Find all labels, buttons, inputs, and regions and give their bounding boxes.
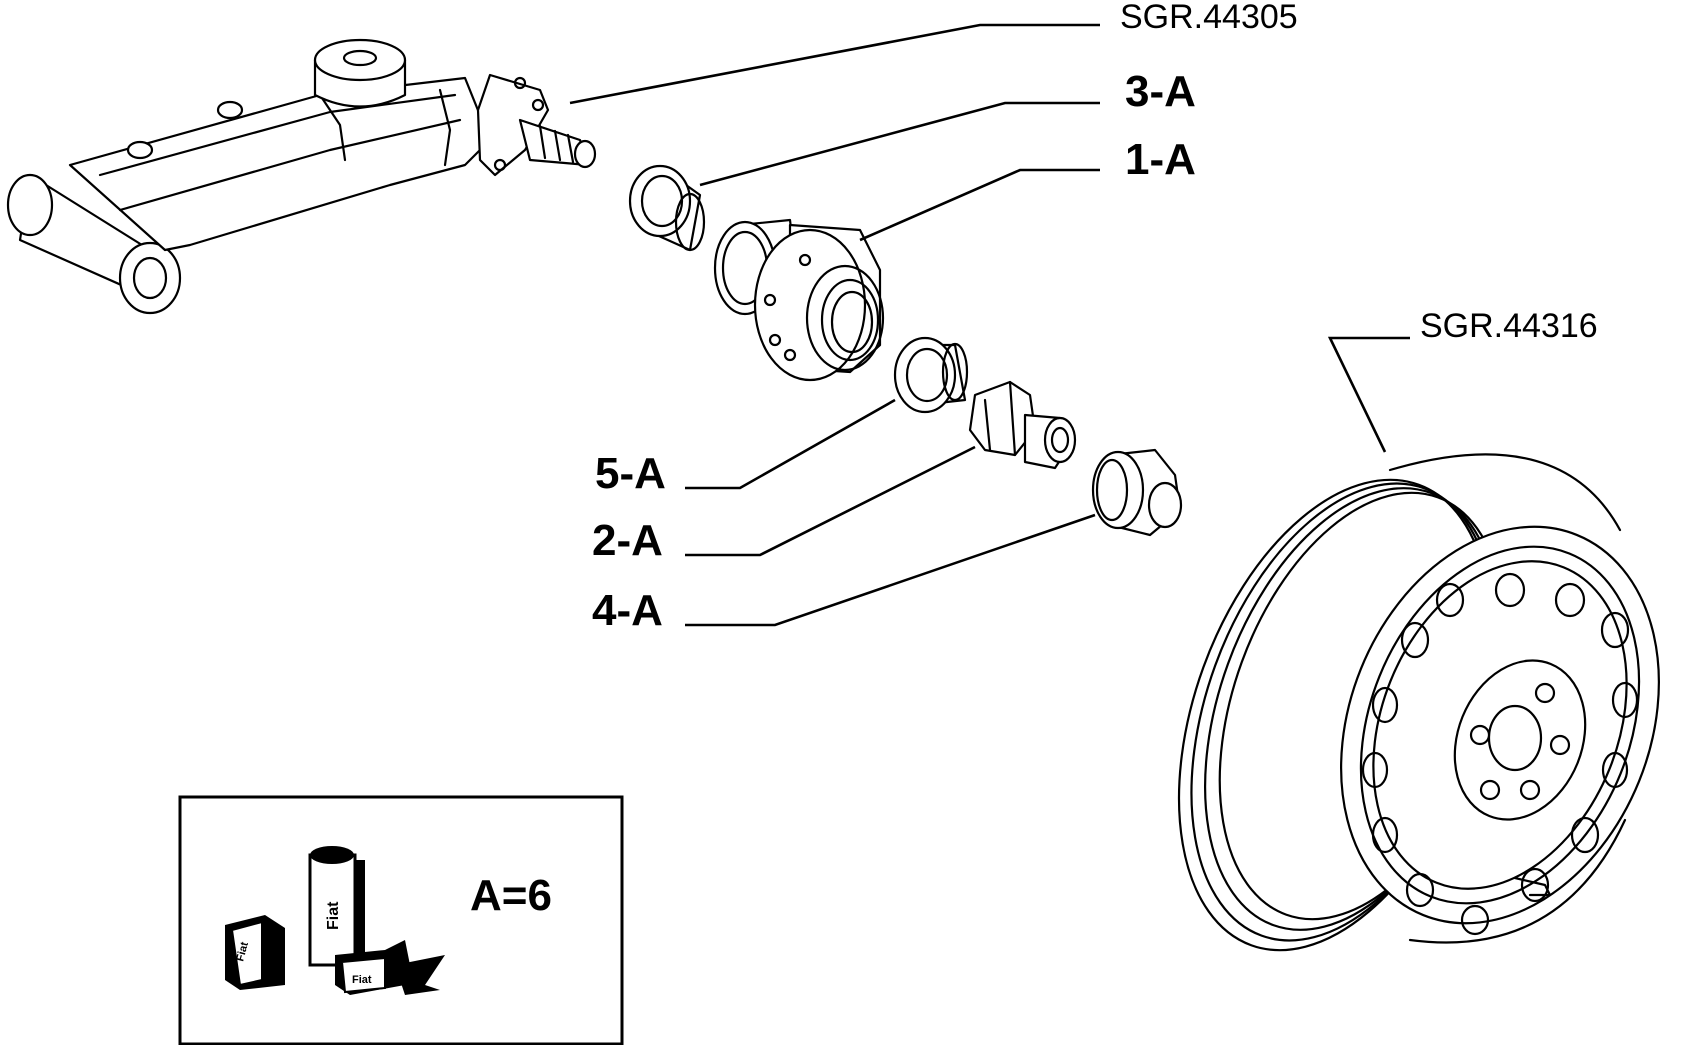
cap-drawing (1091, 448, 1183, 537)
part-label-nut: 2-A (592, 516, 663, 565)
quantity-label: A=6 (470, 871, 552, 920)
lubricant-products-icon: Fiat Fiat Fiat (225, 846, 445, 995)
part-label-cap: 4-A (592, 586, 663, 635)
brand-text-can: Fiat (325, 901, 342, 930)
wheel-rim-drawing (1177, 453, 1660, 952)
part-label-bearing-inner: 5-A (595, 449, 666, 498)
suspension-arm-ref-label: SGR.44305 (1120, 0, 1298, 36)
brand-text-front-box: Fiat (352, 974, 372, 986)
suspension-arm-drawing (6, 38, 597, 315)
bearing-small-drawing (628, 164, 706, 252)
part-label-bearing-small: 3-A (1125, 67, 1196, 116)
wheel-rim-ref-label: SGR.44316 (1420, 307, 1598, 345)
legend-box: Fiat Fiat Fiat A=6 (178, 795, 624, 1046)
brand-text-box: Fiat (234, 940, 251, 962)
part-label-hub: 1-A (1125, 135, 1196, 184)
hub-drawing (713, 218, 885, 382)
leader-lines (569, 23, 1410, 627)
nut-drawing (968, 380, 1077, 470)
bearing-inner-drawing (893, 336, 969, 414)
